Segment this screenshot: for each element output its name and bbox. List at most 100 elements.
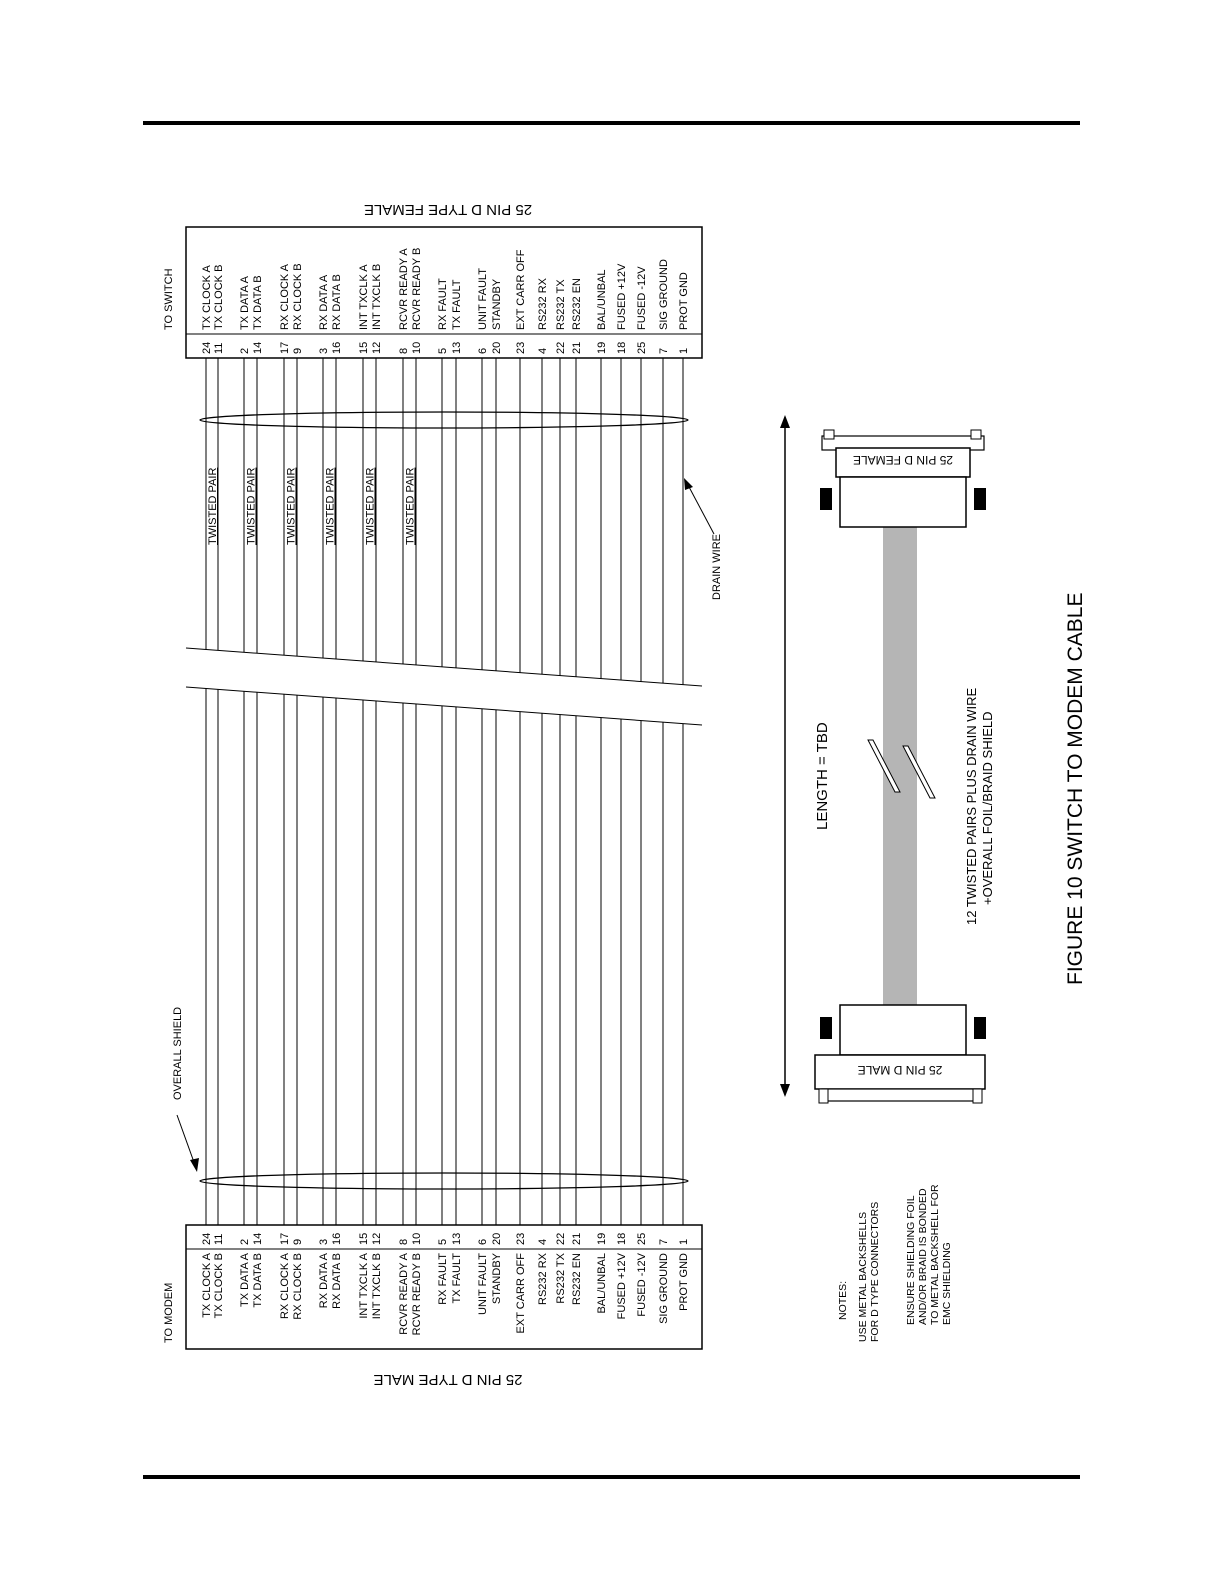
female-plug-latch-left: [820, 488, 832, 510]
left-signal-label: TX CLOCK A: [201, 1252, 213, 1317]
left-pin-number: 23: [515, 1233, 527, 1245]
right-pin-number: 25: [636, 342, 648, 354]
drain-wire-arrowhead: [684, 478, 693, 490]
drain-wire-label: DRAIN WIRE: [711, 534, 723, 600]
right-pin-number: 4: [537, 348, 549, 354]
right-signal-label: TX CLOCK B: [213, 265, 225, 330]
length-label: LENGTH = TBD: [814, 722, 831, 830]
cable-break-edge-top: [185, 647, 703, 687]
right-pin-number: 22: [555, 342, 567, 354]
left-pin-number: 17: [279, 1233, 291, 1245]
right-pin-number: 9: [292, 348, 304, 354]
note1-line2: FOR D TYPE CONNECTORS: [869, 1202, 881, 1342]
left-pin-number: 20: [491, 1233, 503, 1245]
overall-shield-ring-left: [199, 1172, 689, 1190]
right-pin-number: 17: [279, 342, 291, 354]
left-pin-number: 13: [451, 1233, 463, 1245]
left-signal-label: TX FAULT: [451, 1253, 463, 1304]
left-signal-label: RX DATA A: [318, 1252, 330, 1308]
note1-line1: USE METAL BACKSHELLS: [857, 1212, 869, 1342]
cable-desc-line1: 12 TWISTED PAIRS PLUS DRAIN WIRE: [964, 687, 979, 925]
left-signal-label: RX CLOCK A: [279, 1252, 291, 1319]
left-pin-number: 25: [636, 1233, 648, 1245]
right-signal-label: SIG GROUND: [658, 259, 670, 330]
right-pin-number: 3: [318, 348, 330, 354]
right-signal-label: RX FAULT: [437, 278, 449, 330]
left-signal-label: RS232 RX: [537, 1252, 549, 1305]
female-plug-screw-left: [823, 429, 835, 440]
right-pin-number: 19: [596, 342, 608, 354]
left-signal-label: BAL/UNBAL: [596, 1253, 608, 1314]
right-pin-number: 15: [358, 342, 370, 354]
overall-shield-arrowhead: [190, 1158, 199, 1172]
male-plug: 25 PIN D MALE: [814, 1004, 986, 1104]
length-arrow-top: [780, 415, 790, 428]
left-pin-number: 10: [411, 1233, 423, 1245]
twisted-pair-label: TWISTED PAIR: [365, 468, 377, 545]
right-signal-label: INT TXCLK B: [371, 264, 383, 330]
left-signal-label: RS232 EN: [571, 1253, 583, 1305]
right-signal-label: TX DATA B: [252, 275, 264, 330]
twisted-pair-label: TWISTED PAIR: [286, 468, 298, 545]
right-pin-number: 2: [239, 348, 251, 354]
right-pin-number: 13: [451, 342, 463, 354]
male-plug-label: 25 PIN D MALE: [858, 1063, 943, 1077]
right-signal-label: RX DATA B: [331, 274, 343, 330]
left-pin-number: 14: [252, 1233, 264, 1245]
right-pin-number: 14: [252, 342, 264, 354]
right-pin-number: 1: [678, 348, 690, 354]
twisted-pair-label: TWISTED PAIR: [207, 468, 219, 545]
right-signal-label: UNIT FAULT: [477, 268, 489, 330]
twisted-pair-label: TWISTED PAIR: [405, 468, 417, 545]
drain-wire-leader: [687, 484, 715, 535]
right-signal-label: RX CLOCK A: [279, 263, 291, 330]
left-signal-label: RS232 TX: [555, 1252, 567, 1303]
right-signal-label: BAL/UNBAL: [596, 269, 608, 330]
right-signal-label: INT TXCLK A: [358, 264, 370, 330]
left-connector-header: TO MODEM: [163, 1283, 175, 1343]
left-pin-number: 6: [477, 1239, 489, 1245]
right-signal-label: RS232 EN: [571, 278, 583, 330]
female-plug-face: [835, 447, 971, 478]
left-pin-number: 4: [537, 1239, 549, 1245]
left-pin-number: 12: [371, 1233, 383, 1245]
right-pin-number: 8: [398, 348, 410, 354]
male-plug-latch-left: [820, 1017, 832, 1039]
left-signal-label: INT TXCLK B: [371, 1253, 383, 1319]
left-pin-number: 1: [678, 1239, 690, 1245]
right-pin-number: 5: [437, 348, 449, 354]
left-signal-label: FUSED +12V: [616, 1252, 628, 1319]
note2-line2: AND/OR BRAID IS BONDED: [917, 1188, 929, 1325]
overall-shield-ring-right: [199, 411, 689, 429]
left-signal-label: TX DATA B: [252, 1253, 264, 1308]
wire-bundle: [205, 358, 684, 1225]
cable-break-band: [186, 648, 702, 725]
left-signal-label: RCVR READY A: [398, 1252, 410, 1334]
right-signal-label: RS232 RX: [537, 277, 549, 330]
male-plug-screw-left: [818, 1088, 829, 1104]
note2-line1: ENSURE SHIELDING FOIL: [905, 1195, 917, 1325]
left-signal-label: RX DATA B: [331, 1253, 343, 1309]
left-pin-number: 15: [358, 1233, 370, 1245]
left-pin-number: 2: [239, 1239, 251, 1245]
male-plug-latch-right: [974, 1017, 986, 1039]
right-signal-label: TX DATA A: [239, 275, 251, 330]
overall-shield-label: OVERALL SHIELD: [172, 1007, 184, 1100]
twisted-pair-labels: TWISTED PAIR TWISTED PAIR TWISTED PAIR TWIS…: [207, 468, 417, 545]
twisted-pair-label: TWISTED PAIR: [325, 468, 337, 545]
length-arrow-bottom: [780, 1084, 790, 1097]
right-signal-label: STANDBY: [491, 278, 503, 330]
female-plug-backshell: [839, 476, 967, 528]
left-pin-number: 3: [318, 1239, 330, 1245]
figure-caption: FIGURE 10 SWITCH TO MODEM CABLE: [1064, 593, 1087, 985]
right-pin-number: 6: [477, 348, 489, 354]
left-signal-label: TX CLOCK B: [213, 1253, 225, 1318]
left-connector-box: [185, 1224, 703, 1350]
notes-title: NOTES:: [837, 1281, 849, 1320]
female-plug-screw-right: [970, 429, 982, 440]
left-signal-label: RX FAULT: [437, 1253, 449, 1305]
